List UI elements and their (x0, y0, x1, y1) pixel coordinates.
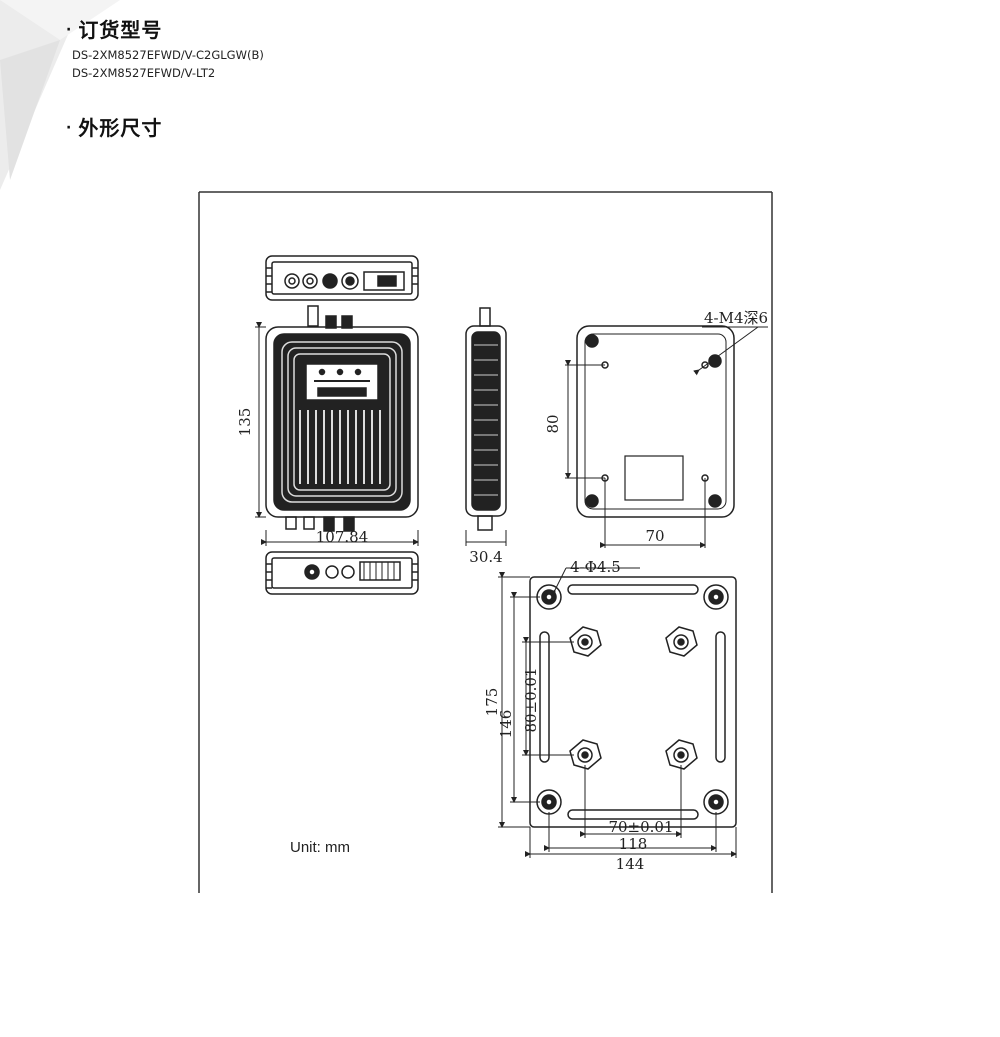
front-height-label: 135 (236, 408, 254, 437)
plate-height-outer-label: 175 (483, 688, 501, 717)
side-thickness-label: 30.4 (469, 548, 502, 566)
model-number-2: DS-2XM8527EFWD/V-LT2 (72, 66, 216, 80)
plate-hole-note: 4-Φ4.5 (570, 558, 621, 576)
corner-decoration (0, 0, 120, 190)
front-view-dimensions (255, 322, 419, 546)
mounting-plate-dimensions (498, 567, 737, 858)
model-number-1: DS-2XM8527EFWD/V-C2GLGW(B) (72, 48, 264, 62)
plate-width-outer-label: 144 (616, 855, 645, 873)
dimensions-section-title: ·外形尺寸 (66, 116, 163, 140)
bottom-view (265, 551, 419, 595)
plate-vertical-spacing-label: 80±0.01 (522, 667, 540, 732)
back-view (576, 325, 735, 518)
plate-height-inner-label: 146 (497, 710, 515, 739)
back-view-dimensions (565, 326, 768, 548)
ordering-section-title: ·订货型号 (66, 18, 163, 42)
back-horizontal-spacing-label: 70 (645, 527, 664, 545)
back-hole-note: 4-M4深6 (704, 309, 768, 327)
front-width-label: 107.84 (316, 528, 369, 546)
mounting-plate (529, 576, 737, 828)
front-view (265, 305, 419, 532)
plate-width-inner-label: 118 (619, 835, 648, 853)
side-view-dimensions (465, 530, 507, 546)
plate-corner-screws (536, 584, 729, 815)
top-view (265, 255, 419, 301)
back-vertical-spacing-label: 80 (544, 414, 562, 433)
drawing-frame (198, 191, 773, 893)
unit-label: Unit: mm (290, 839, 350, 856)
plate-inner-nuts (569, 626, 698, 770)
plate-horizontal-spacing-label: 70±0.01 (608, 818, 673, 836)
side-view (465, 307, 507, 531)
